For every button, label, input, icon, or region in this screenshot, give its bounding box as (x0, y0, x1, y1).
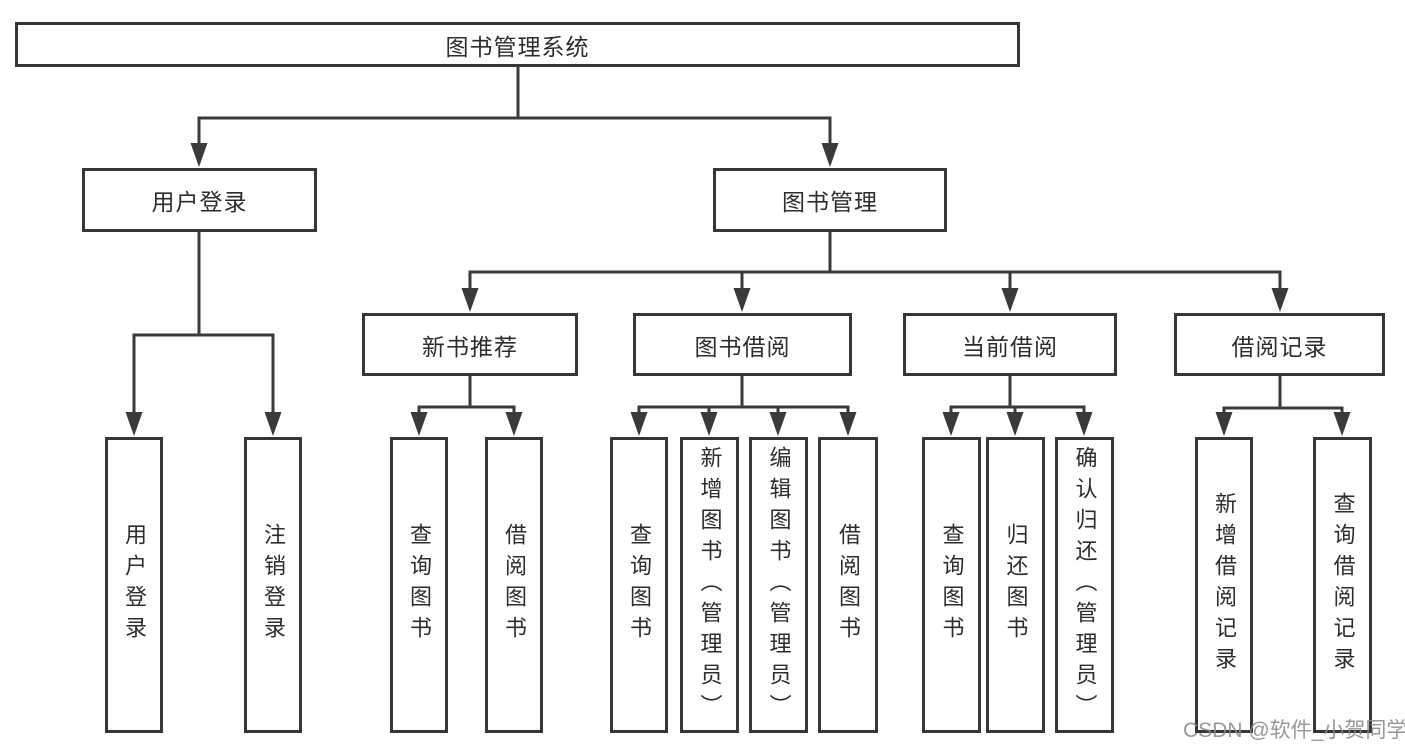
node-borrow-records: 借阅记录 (1174, 313, 1385, 376)
leaf-borrow-books-recommend: 借阅图书 (485, 437, 543, 733)
leaf-query-books-current: 查询图书 (922, 437, 981, 733)
leaf-query-books-borrow-label: 查询图书 (627, 523, 652, 647)
node-borrow-records-label: 借阅记录 (1231, 333, 1328, 360)
leaf-query-books-borrow: 查询图书 (610, 437, 668, 733)
node-current-borrow: 当前借阅 (903, 313, 1117, 376)
leaf-query-books-current-label: 查询图书 (939, 523, 965, 647)
leaf-return-book-label: 归还图书 (1003, 523, 1029, 647)
leaf-borrow-books: 借阅图书 (818, 437, 878, 733)
leaf-query-books-recommend: 查询图书 (390, 437, 448, 733)
leaf-confirm-return-admin: 确认归还（管理员） (1055, 437, 1114, 733)
node-book-management: 图书管理 (713, 168, 947, 232)
node-book-borrow-label: 图书借阅 (694, 333, 791, 360)
leaf-return-book: 归还图书 (986, 437, 1045, 733)
arrowhead-group (125, 143, 1351, 436)
leaf-query-books-recommend-label: 查询图书 (407, 523, 432, 647)
leaf-logout: 注销登录 (244, 437, 302, 733)
leaf-logout-label: 注销登录 (261, 523, 286, 647)
leaf-add-borrow-record: 新增借阅记录 (1195, 437, 1253, 733)
node-library-system-label: 图书管理系统 (445, 33, 590, 60)
leaf-confirm-return-admin-label: 确认归还（管理员） (1072, 445, 1098, 725)
leaf-add-book-admin: 新增图书（管理员） (680, 437, 739, 733)
node-current-borrow-label: 当前借阅 (962, 333, 1058, 360)
watermark: CSDN @软件_小贺同学 (1183, 719, 1405, 742)
node-book-management-label: 图书管理 (782, 189, 878, 215)
leaf-edit-book-admin: 编辑图书（管理员） (749, 437, 808, 733)
node-new-book-recommend: 新书推荐 (362, 313, 578, 376)
leaf-borrow-books-recommend-label: 借阅图书 (502, 523, 527, 647)
leaf-query-borrow-record: 查询借阅记录 (1313, 437, 1372, 733)
leaf-user-login-label: 用户登录 (122, 523, 147, 647)
leaf-add-book-admin-label: 新增图书（管理员） (697, 445, 723, 725)
leaf-add-borrow-record-label: 新增借阅记录 (1212, 492, 1237, 678)
node-new-book-recommend-label: 新书推荐 (422, 333, 518, 360)
leaf-user-login: 用户登录 (105, 437, 163, 733)
leaf-query-borrow-record-label: 查询借阅记录 (1330, 492, 1356, 678)
node-book-borrow: 图书借阅 (633, 313, 852, 376)
node-user-login-label: 用户登录 (151, 189, 248, 215)
leaf-borrow-books-label: 借阅图书 (836, 523, 861, 647)
node-library-system: 图书管理系统 (15, 22, 1020, 67)
leaf-edit-book-admin-label: 编辑图书（管理员） (766, 445, 792, 725)
node-user-login: 用户登录 (82, 168, 317, 232)
